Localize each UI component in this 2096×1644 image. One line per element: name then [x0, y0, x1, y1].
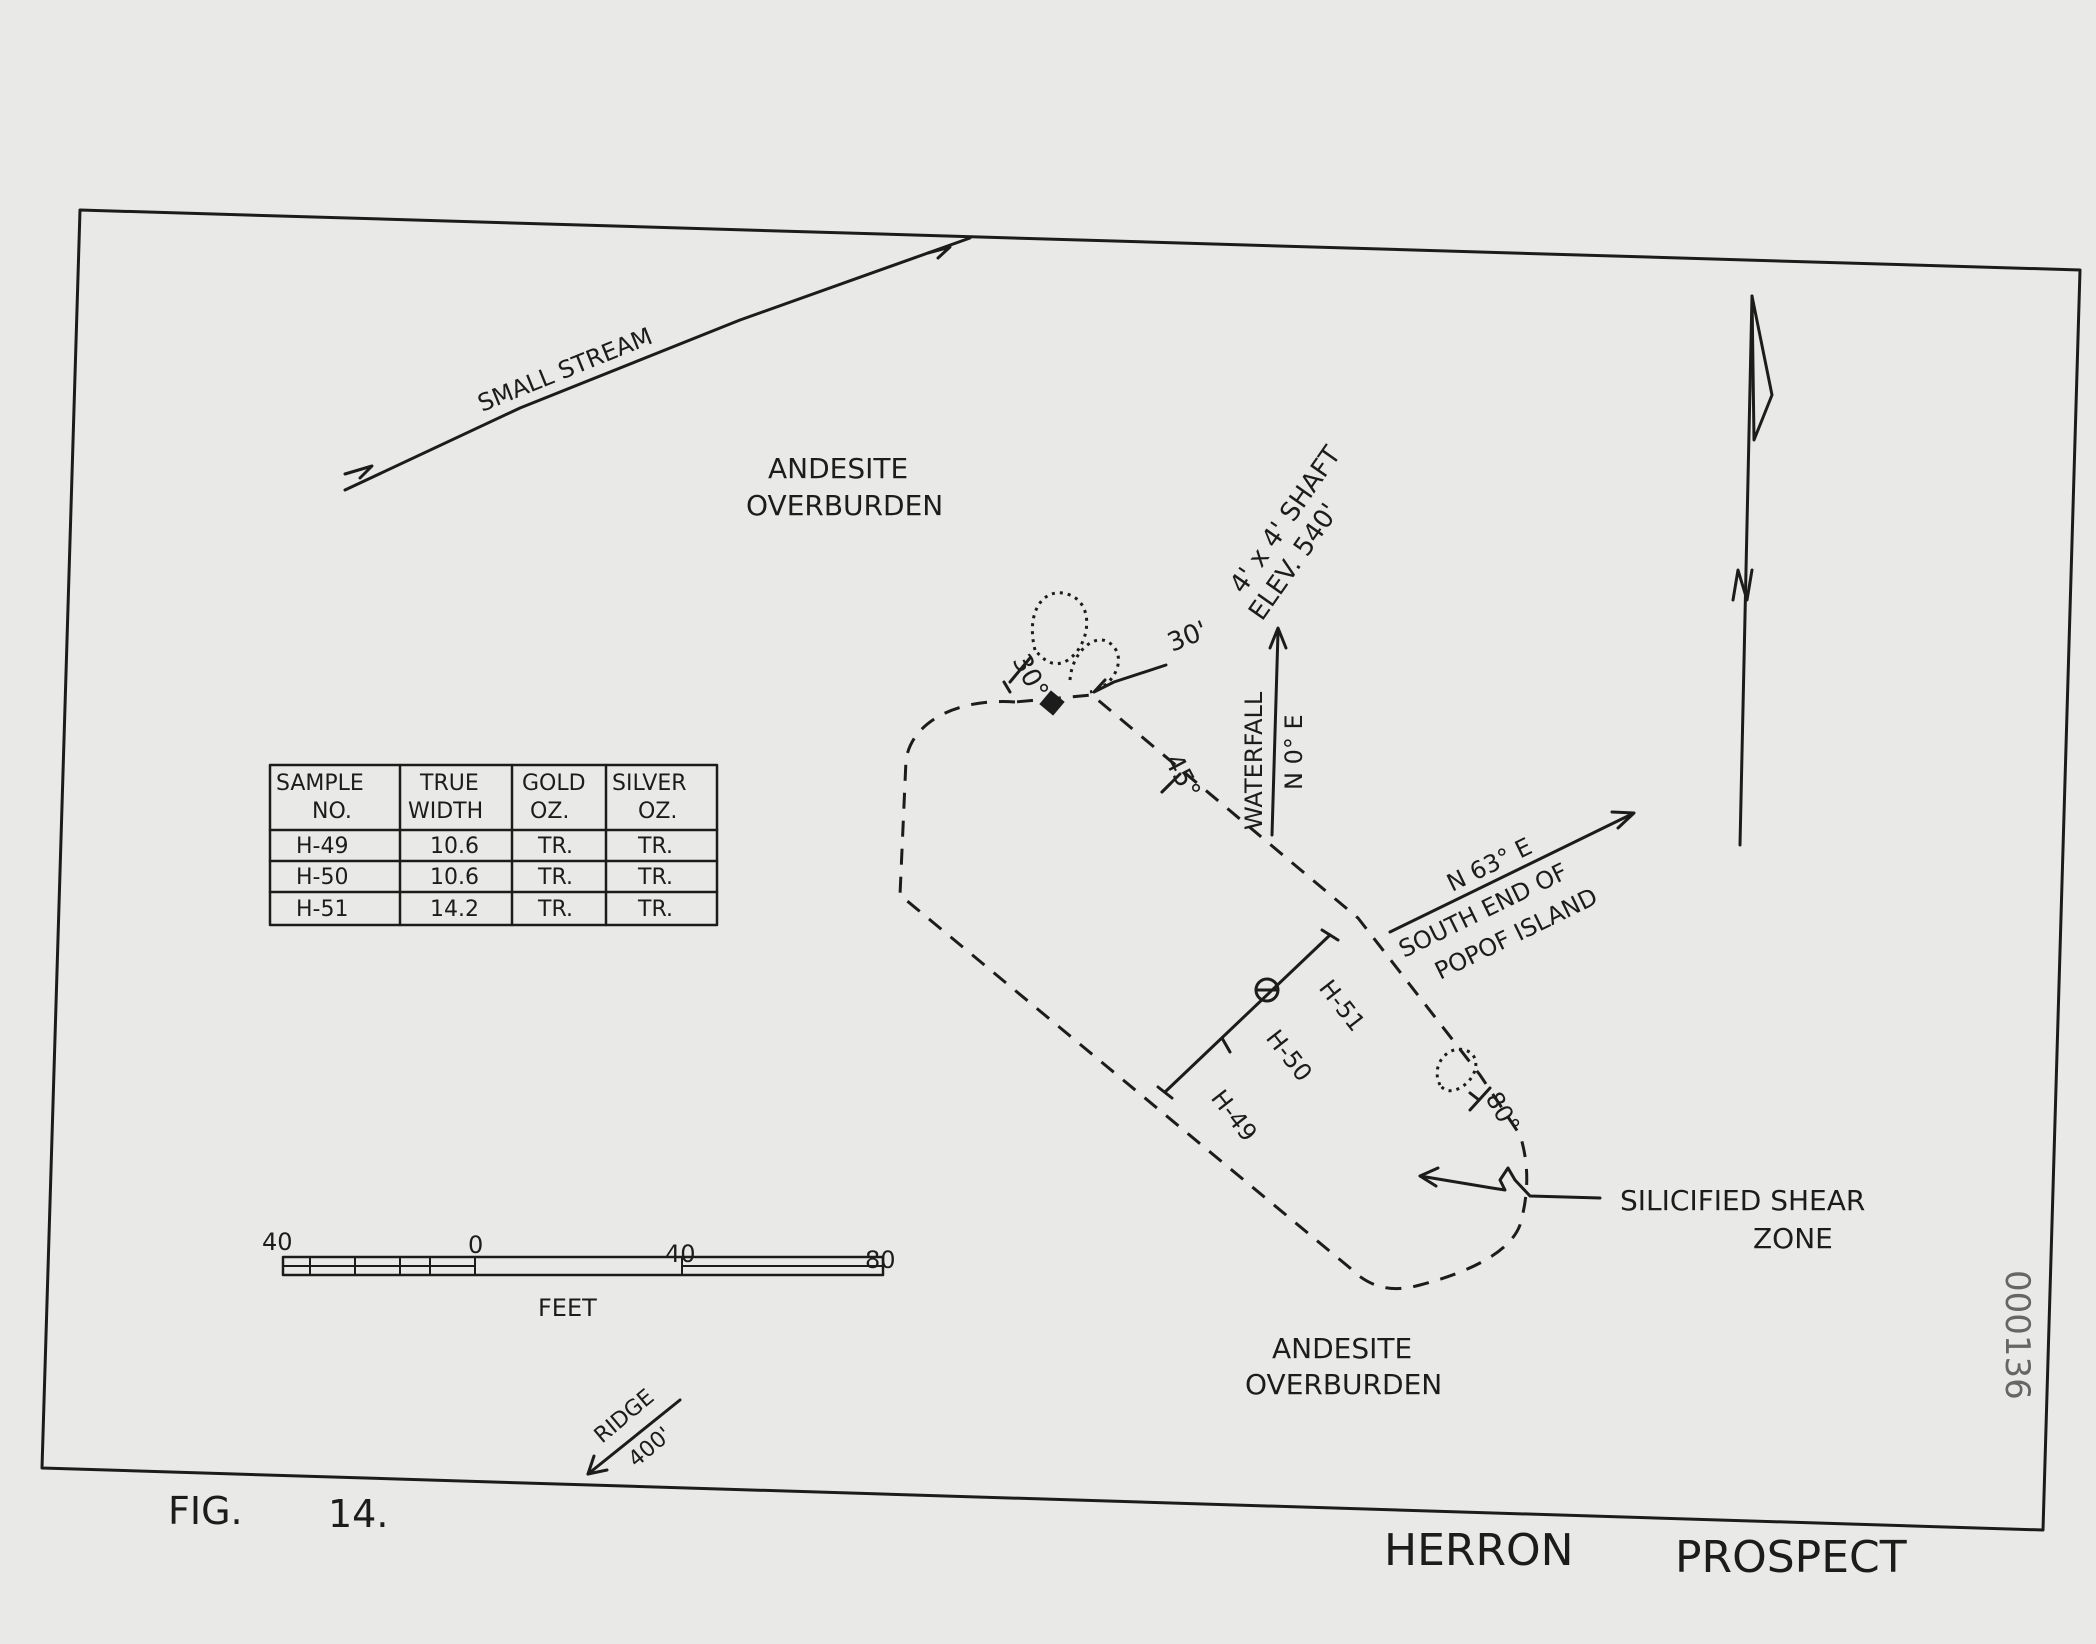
stream-arrow-upper — [926, 245, 952, 260]
dip-80-label: 80° — [1480, 1087, 1526, 1138]
shear-zone-label-line1: SILICIFIED SHEAR — [1620, 1184, 1865, 1217]
table-cell: H-51 — [296, 897, 348, 922]
scale-tick-40-left: 40 — [262, 1228, 293, 1256]
north-bearing-arrowhead — [1268, 626, 1288, 650]
table-cell: TR. — [537, 865, 573, 890]
stream-label: SMALL STREAM — [474, 322, 657, 417]
sample-h51-label: H-51 — [1313, 974, 1370, 1036]
table-frame — [268, 763, 719, 927]
scale-tick-40-right: 40 — [665, 1240, 696, 1268]
north-arrow-shaft — [1738, 294, 1754, 847]
table-header-width-2: WIDTH — [408, 799, 483, 824]
dip-tick-30 — [1002, 680, 1012, 694]
traverse-tick-49-50 — [1220, 1036, 1232, 1054]
sample-h49-label: H-49 — [1205, 1084, 1262, 1146]
distance-arrow — [1092, 663, 1168, 694]
table-header-silver: SILVER — [612, 771, 687, 796]
stream-arrow-lower — [343, 464, 374, 480]
sample-table: SAMPLE NO. TRUE WIDTH GOLD OZ. SILVER OZ… — [268, 763, 719, 927]
sample-traverse — [1163, 933, 1332, 1094]
rock-unit-bottom-line2: OVERBURDEN — [1245, 1368, 1442, 1401]
table-header-sample: SAMPLE — [276, 771, 364, 796]
scale-tick-80: 80 — [865, 1246, 896, 1274]
dip-tick-80 — [1468, 1091, 1481, 1102]
waterfall-symbol-1 — [1030, 591, 1089, 666]
table-cell: TR. — [637, 834, 673, 859]
shear-zone-leader — [1418, 1166, 1602, 1200]
waterfall-label: WATERFALL — [1240, 691, 1268, 830]
pit-symbol — [1435, 1047, 1478, 1093]
shaft-symbol — [1039, 690, 1065, 716]
stream-line — [343, 236, 972, 492]
shear-zone-leader-arrow — [1418, 1166, 1440, 1188]
table-cell: TR. — [637, 865, 673, 890]
title-prospect: PROSPECT — [1675, 1532, 1907, 1583]
table-cell: H-49 — [296, 834, 348, 859]
shear-zone-label-line2: ZONE — [1753, 1222, 1833, 1255]
ridge-arrowhead — [586, 1454, 609, 1476]
table-cell: 10.6 — [430, 865, 479, 890]
sample-h50-label: H-50 — [1260, 1024, 1317, 1086]
ne-bearing-line — [1388, 812, 1634, 934]
strike-mark-30 — [1008, 656, 1032, 684]
figure-number: 14. — [328, 1492, 388, 1536]
archive-number: 000136 — [1997, 1270, 2037, 1400]
traverse-end-upper — [1320, 928, 1340, 942]
ne-bearing-arrowhead — [1610, 810, 1636, 830]
table-cell: TR. — [537, 897, 573, 922]
traverse-end-lower — [1156, 1085, 1174, 1100]
title-herron: HERRON — [1384, 1525, 1574, 1576]
figure-label: FIG. — [168, 1489, 243, 1533]
table-header-gold-2: OZ. — [530, 799, 569, 824]
north-bearing-line — [1270, 630, 1280, 837]
ridge-arrow-line — [586, 1398, 682, 1476]
north-arrow-head — [1750, 294, 1774, 442]
table-cell: TR. — [637, 897, 673, 922]
table-cell: TR. — [537, 834, 573, 859]
bearing-north-label: N 0° E — [1280, 714, 1308, 790]
table-cell: H-50 — [296, 865, 348, 890]
scale-unit: FEET — [538, 1294, 597, 1322]
rock-unit-top-line2: OVERBURDEN — [746, 489, 943, 522]
table-header-sample-2: NO. — [312, 799, 352, 824]
dip-tick-45 — [1160, 782, 1172, 794]
map-border — [40, 208, 2082, 1532]
table-header-width: TRUE — [419, 771, 479, 796]
shear-zone-outline — [898, 693, 1529, 1291]
table-header-silver-2: OZ. — [638, 799, 677, 824]
rock-unit-bottom-line1: ANDESITE — [1272, 1332, 1412, 1365]
distance-30: 30' — [1163, 616, 1212, 659]
table-header-gold: GOLD — [522, 771, 586, 796]
ridge-label-line2: 400' — [624, 1423, 677, 1473]
table-cell: 10.6 — [430, 834, 479, 859]
scale-tick-0: 0 — [468, 1231, 483, 1259]
rock-unit-top-line1: ANDESITE — [768, 452, 908, 485]
table-cell: 14.2 — [430, 897, 479, 922]
north-letter-n — [1731, 568, 1754, 602]
